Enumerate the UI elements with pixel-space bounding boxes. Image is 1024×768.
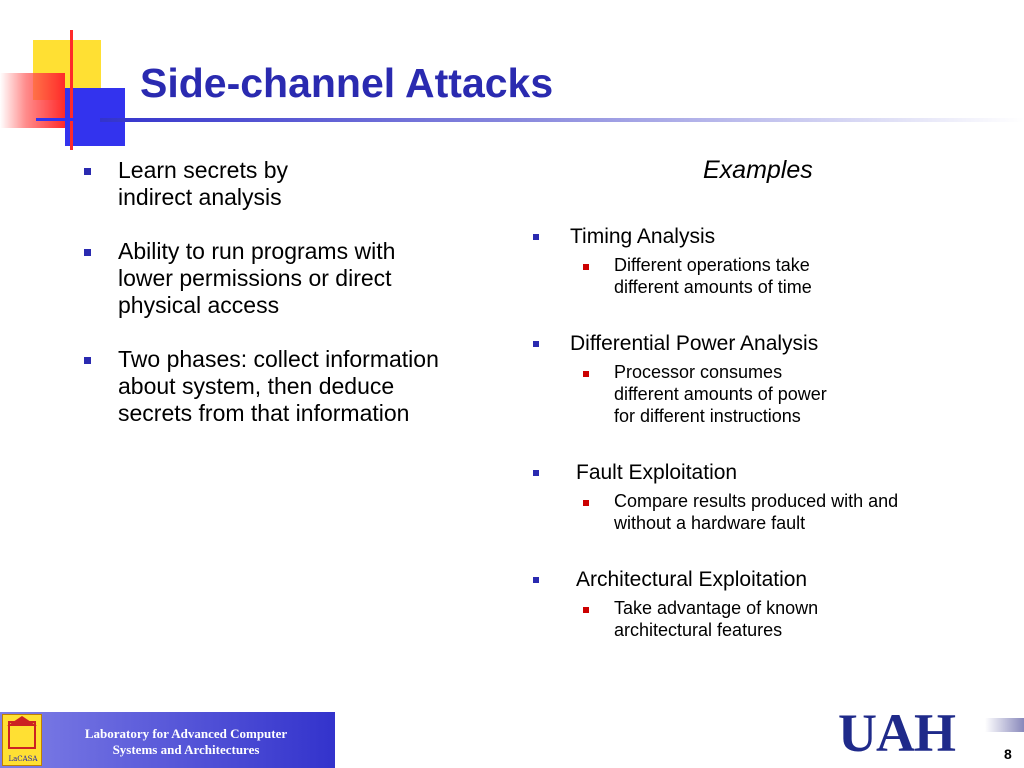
square-sub-bullet-icon [583,500,589,506]
square-bullet-icon [84,249,91,256]
page-number: 8 [1004,746,1012,762]
house-icon [8,721,36,749]
bullet-text: Two phases: collect information about sy… [118,346,439,426]
decor-vertical-line [70,30,73,150]
bullet-item: Two phases: collect information about sy… [80,346,520,427]
footer-lab-banner [0,712,335,768]
example-label: Fault Exploitation [576,461,738,484]
uah-logo: UAH [838,703,956,763]
footer-lab-name: Laboratory for Advanced Computer Systems… [50,726,322,758]
square-bullet-icon [533,577,539,583]
uah-logo-bar [985,718,1024,732]
square-bullet-icon [533,234,539,240]
bullet-item: Learn secrets by indirect analysis [80,157,520,211]
footer-lab-name-line2: Systems and Architectures [112,742,260,757]
title-underline [100,118,1024,122]
bullet-text: Learn secrets by indirect analysis [118,157,289,210]
decor-horizontal-line [36,118,126,121]
examples-heading: Examples [703,156,813,184]
footer-lab-name-line1: Laboratory for Advanced Computer [84,726,288,741]
square-bullet-icon [533,470,539,476]
square-bullet-icon [84,357,91,364]
example-detail: Take advantage of known architectural fe… [614,598,819,640]
square-sub-bullet-icon [583,607,589,613]
example-detail: Processor consumes different amounts of … [614,362,827,426]
square-sub-bullet-icon [583,264,589,270]
lacasa-logo-text: LaCASA [8,755,38,763]
lacasa-logo: LaCASA [2,714,42,766]
decor-blue-square [65,88,125,146]
example-label: Architectural Exploitation [576,568,808,591]
example-detail: Compare results produced with and withou… [614,491,899,533]
square-bullet-icon [84,168,91,175]
square-sub-bullet-icon [583,371,589,377]
example-label: Differential Power Analysis [570,332,819,355]
slide-title: Side-channel Attacks [140,60,554,106]
bullet-item: Ability to run programs with lower permi… [80,238,520,319]
example-label: Timing Analysis [570,225,716,248]
square-bullet-icon [533,341,539,347]
example-detail: Different operations take different amou… [614,255,812,297]
main-bullet-list: Learn secrets by indirect analysis Abili… [80,157,520,454]
bullet-text: Ability to run programs with lower permi… [118,238,396,318]
